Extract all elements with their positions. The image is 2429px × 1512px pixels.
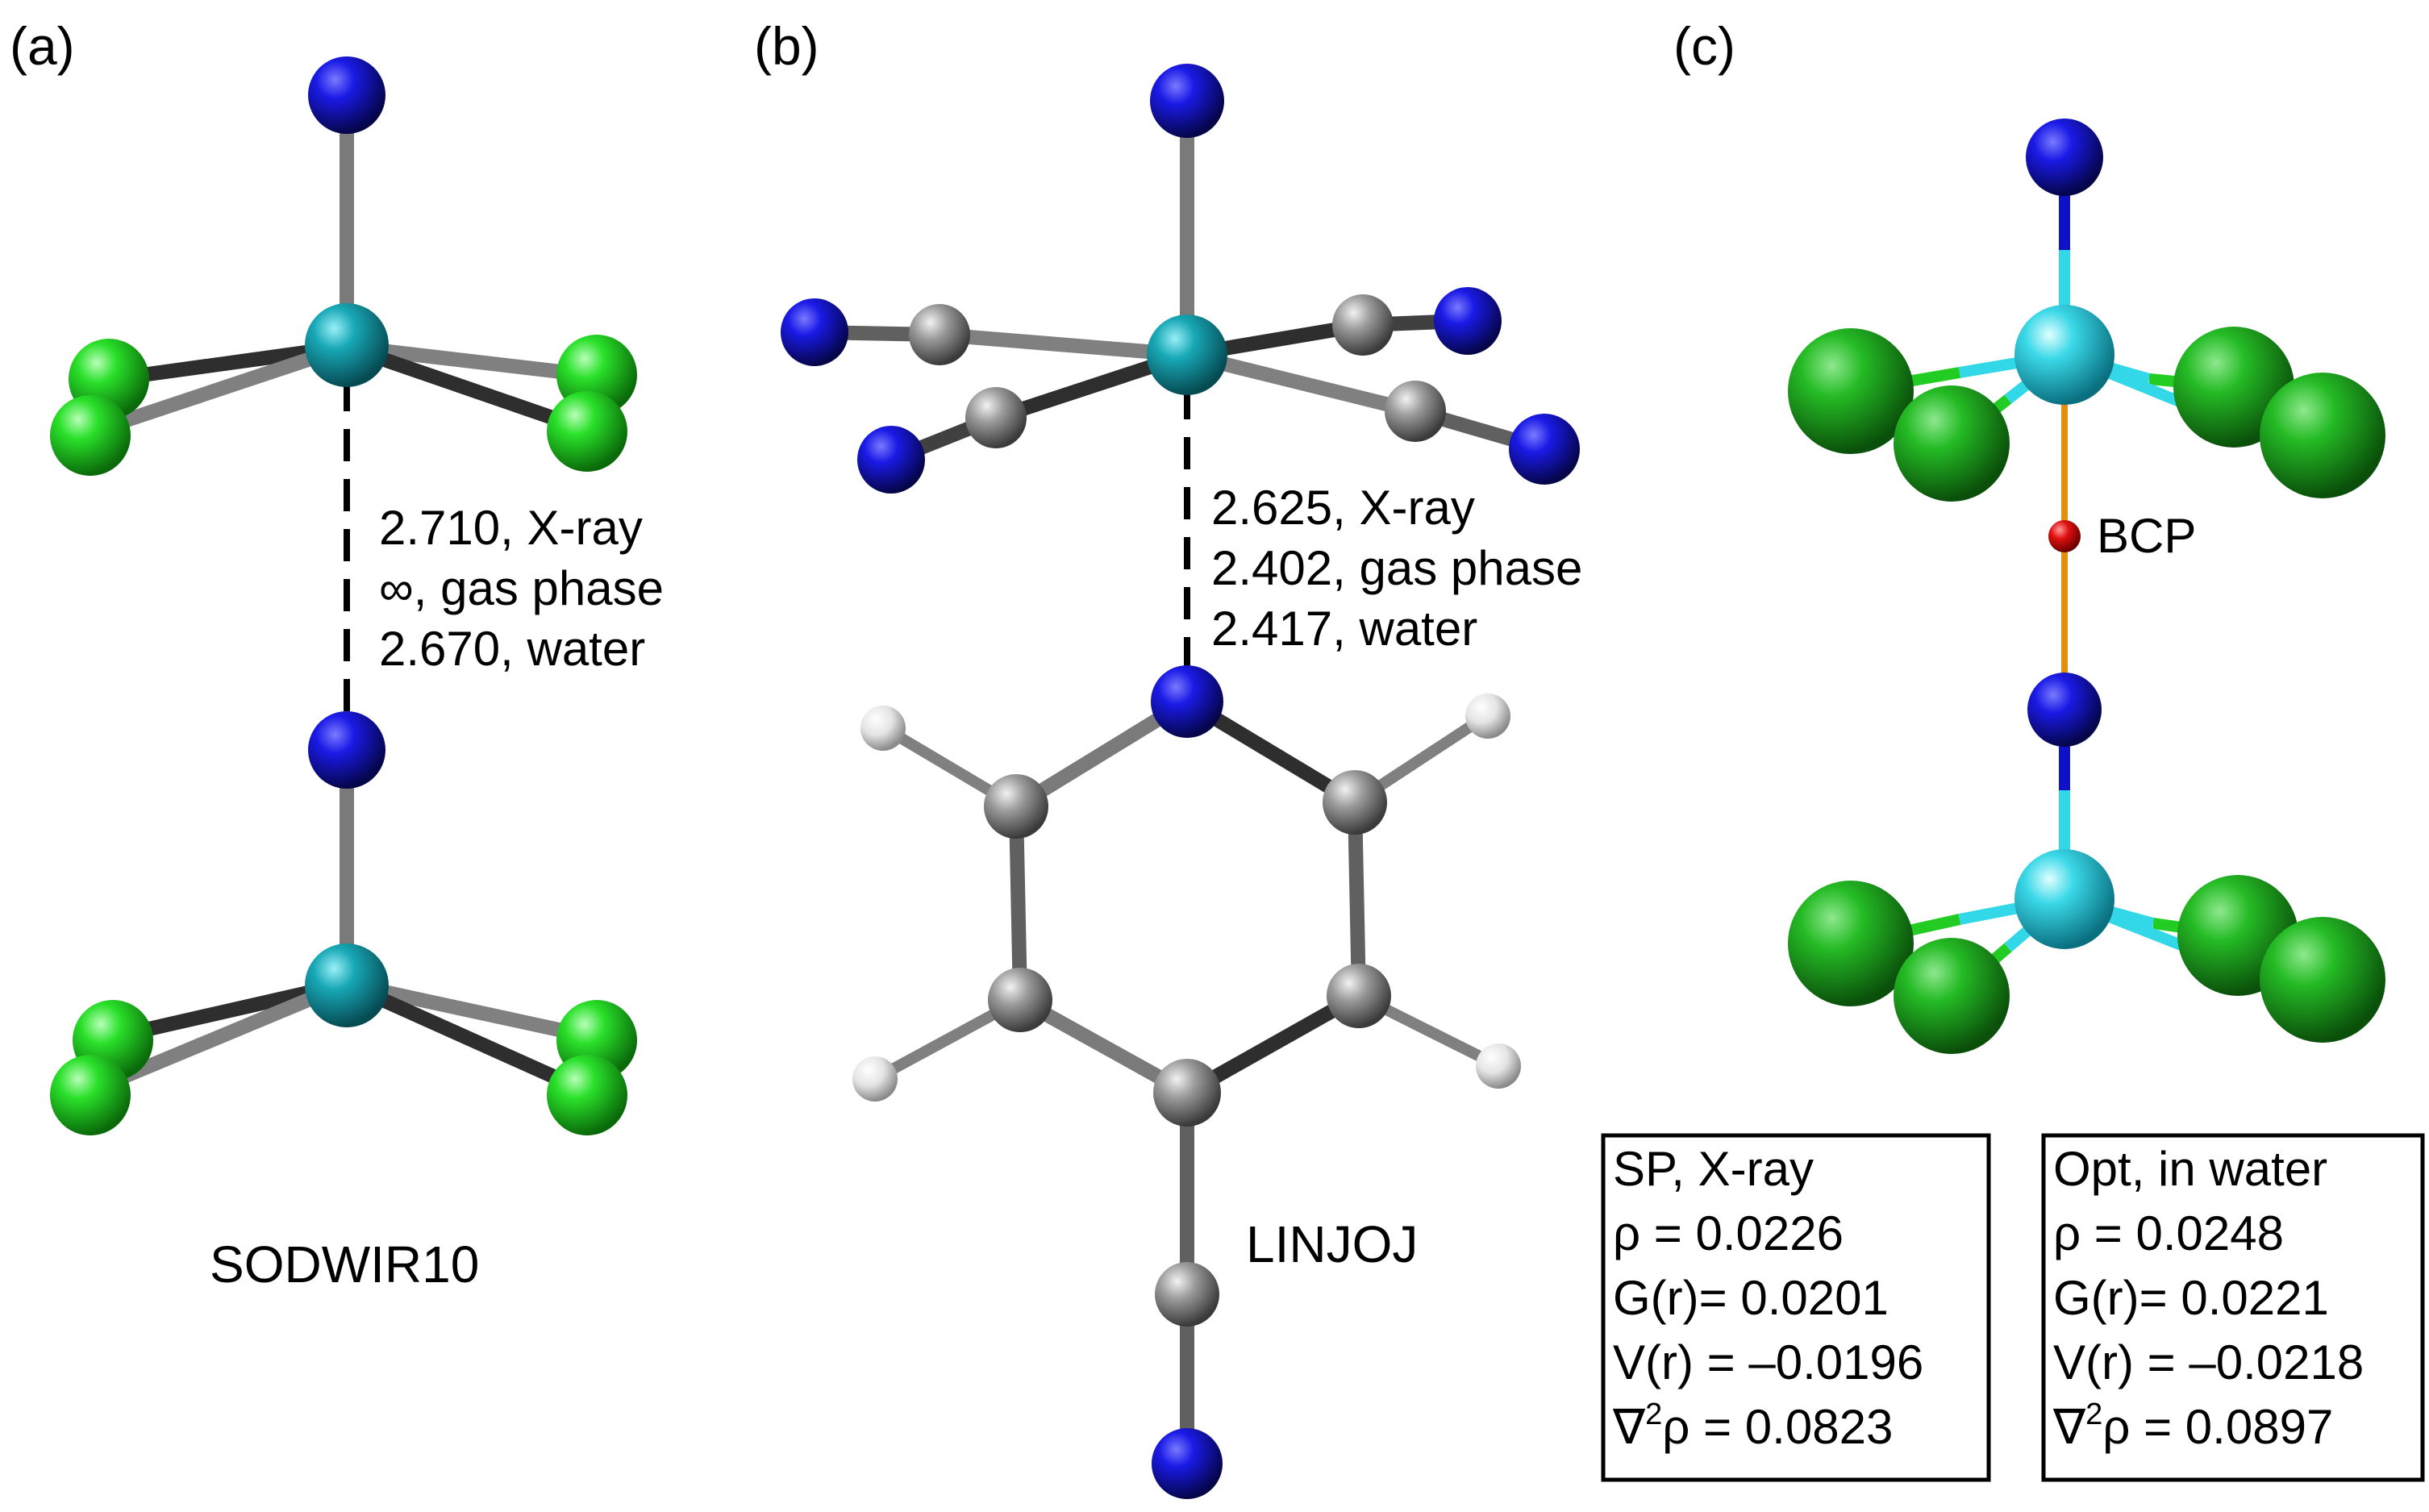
panel-label-a: (a) <box>10 16 75 76</box>
metal-atom <box>2014 849 2114 949</box>
panel-c-molecule <box>1788 119 2385 1054</box>
nitrogen-atom <box>1434 287 1502 355</box>
nitrogen-atom <box>308 56 385 134</box>
nitrogen-atom <box>2026 119 2103 196</box>
molecule-name-a: SODWIR10 <box>210 1235 479 1293</box>
hydrogen-atom <box>860 706 906 751</box>
bcp-label: BCP <box>2097 509 2196 563</box>
property-box-sp-xray: SP, X-ray ρ = 0.0226 G(r)= 0.0201 V(r) =… <box>1601 1133 1991 1482</box>
box1-laplacian-value: = 0.0823 <box>1689 1400 1893 1454</box>
box2-V: V(r) = –0.0218 <box>2053 1335 2364 1389</box>
box1-title: SP, X-ray <box>1613 1142 1814 1196</box>
box1-laplacian: ∇2ρ = 0.0823 <box>1612 1397 1893 1454</box>
panel-a-molecule <box>50 56 637 1135</box>
panel-label-c: (c) <box>1673 16 1735 76</box>
nitrogen-atom <box>2027 673 2102 747</box>
molecule-name-b: LINJOJ <box>1246 1215 1418 1273</box>
metal-atom <box>1147 314 1227 395</box>
carbon-atom <box>1323 770 1387 835</box>
laplacian-exponent: 2 <box>1645 1397 1662 1431</box>
box2-G: G(r)= 0.0221 <box>2053 1271 2329 1325</box>
nitrogen-atom <box>308 711 385 789</box>
carbon-atom <box>1153 1059 1221 1127</box>
hydrogen-atom <box>1476 1043 1521 1089</box>
panel-label-b: (b) <box>754 16 819 76</box>
hydrogen-atom <box>852 1056 898 1102</box>
carbon-atom <box>1155 1262 1219 1327</box>
box1-V: V(r) = –0.0196 <box>1613 1335 1923 1389</box>
nitrogen-atom <box>1509 414 1580 485</box>
chlorine-atom <box>547 1055 627 1135</box>
carbon-atom <box>909 304 970 365</box>
carbon-atom <box>1385 381 1446 442</box>
metal-atom <box>305 943 389 1027</box>
box2-laplacian-value: = 0.0897 <box>2130 1400 2333 1454</box>
box2-laplacian: ∇2ρ = 0.0897 <box>2052 1397 2333 1454</box>
distance-label-a-water: 2.670, water <box>379 622 645 676</box>
chlorine-atom <box>547 391 627 472</box>
chlorine-atom <box>2260 373 2385 498</box>
distance-label-b-gas: 2.402, gas phase <box>1211 541 1582 595</box>
chlorine-atom <box>1788 328 1914 454</box>
chlorine-atom <box>2260 917 2385 1043</box>
laplacian-rho: ρ <box>1662 1400 1689 1454</box>
distance-label-b-water: 2.417, water <box>1211 602 1477 656</box>
nitrogen-atom <box>1151 665 1223 738</box>
distance-label-b-xray: 2.625, X-ray <box>1211 481 1475 535</box>
distance-label-a-gas: ∞, gas phase <box>379 561 664 615</box>
distance-label-a-xray: 2.710, X-ray <box>379 501 643 555</box>
metal-atom <box>305 303 389 387</box>
laplacian-symbol: ∇ <box>1612 1400 1646 1454</box>
nitrogen-atom <box>1152 1428 1223 1499</box>
laplacian-rho: ρ <box>2102 1400 2130 1454</box>
carbon-atom <box>984 774 1048 839</box>
panel-b-molecule <box>781 64 1580 1499</box>
carbon-atom <box>1327 964 1391 1028</box>
hydrogen-atom <box>1465 694 1510 739</box>
carbon-atom <box>965 387 1027 448</box>
box2-rho: ρ = 0.0248 <box>2053 1206 2284 1260</box>
bond-critical-point <box>2048 520 2081 552</box>
carbon-atom <box>1332 294 1394 356</box>
carbon-atom <box>988 968 1052 1032</box>
chlorine-atom <box>1788 881 1914 1006</box>
nitrogen-atom <box>857 426 925 494</box>
chlorine-atom <box>1894 938 2010 1054</box>
chlorine-atom <box>1894 385 2010 502</box>
property-box-opt-water: Opt, in water ρ = 0.0248 G(r)= 0.0221 V(… <box>2041 1133 2425 1482</box>
box1-G: G(r)= 0.0201 <box>1613 1271 1889 1325</box>
box1-rho: ρ = 0.0226 <box>1613 1206 1844 1260</box>
laplacian-exponent: 2 <box>2085 1397 2102 1431</box>
nitrogen-atom <box>1150 64 1224 138</box>
metal-atom <box>2014 305 2114 405</box>
laplacian-symbol: ∇ <box>2052 1400 2086 1454</box>
chlorine-atom <box>50 1055 131 1135</box>
box2-title: Opt, in water <box>2053 1142 2327 1196</box>
chlorine-atom <box>50 395 131 476</box>
nitrogen-atom <box>781 298 848 366</box>
